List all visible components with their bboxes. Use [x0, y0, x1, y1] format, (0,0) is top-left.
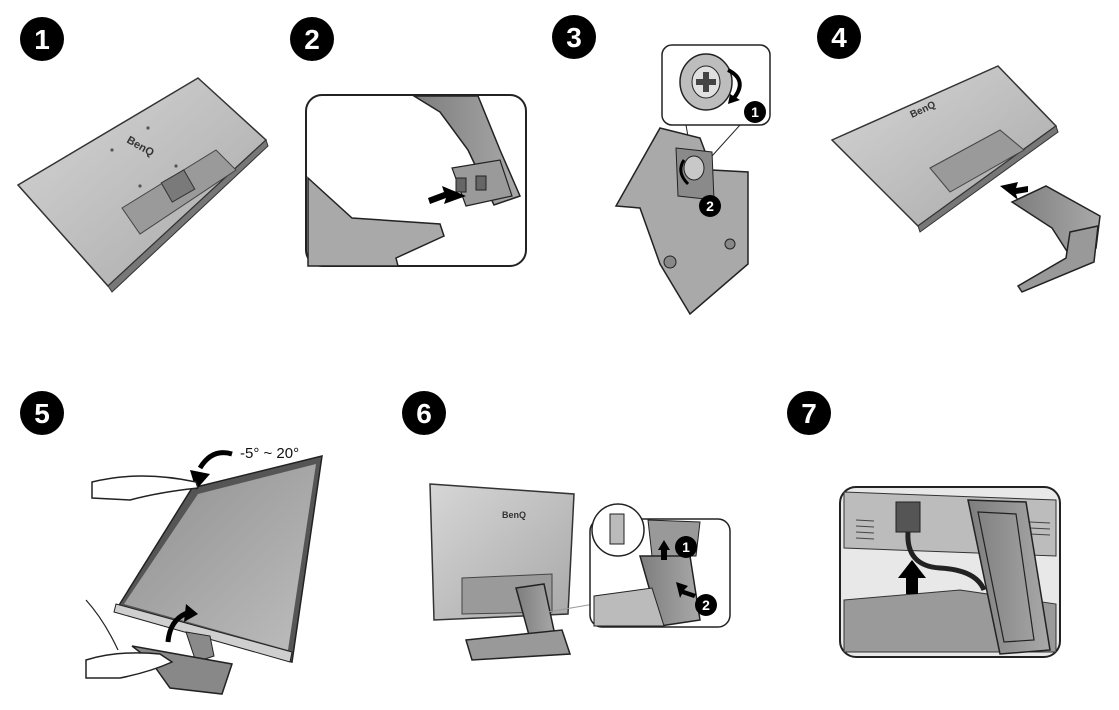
stand-neck — [1010, 185, 1101, 293]
substep-badge: 1 — [675, 536, 697, 558]
arrow-icon — [676, 582, 696, 598]
svg-text:2: 2 — [702, 597, 710, 613]
cable-icon — [895, 501, 987, 592]
step-7: 7 — [787, 391, 1061, 658]
step-2: 2 — [290, 17, 527, 267]
vent-grille — [855, 519, 1051, 540]
svg-text:1: 1 — [751, 104, 759, 120]
arrow-icon — [658, 540, 670, 560]
step-badge: 1 — [20, 17, 64, 61]
svg-text:6: 6 — [416, 398, 432, 429]
rotate-arrow-icon — [679, 159, 690, 186]
detail-inset: 1 2 — [589, 503, 731, 628]
arrow-icon — [428, 186, 466, 204]
step-4: 4 BenQ — [817, 15, 1101, 293]
stand-base — [307, 176, 445, 267]
svg-text:4: 4 — [831, 22, 847, 53]
screw-detail-inset: 1 — [661, 44, 771, 126]
stand — [465, 583, 572, 661]
detail-inset — [305, 94, 527, 267]
rotate-arrow-icon — [197, 450, 233, 470]
svg-text:7: 7 — [801, 398, 817, 429]
step-badge: 2 — [290, 17, 334, 61]
hand-icon — [85, 475, 200, 679]
tilt-angle-label: -5° ~ 20° — [240, 445, 299, 462]
stand-neck — [967, 499, 1051, 655]
svg-text:1: 1 — [34, 24, 50, 55]
stand-assembly: 2 — [614, 127, 749, 316]
monitor-back-panel: BenQ — [16, 77, 269, 293]
rotate-arrow-icon — [727, 68, 742, 100]
step-5: 5 -5° ~ 20° — [20, 391, 323, 695]
step-badge: 6 — [402, 391, 446, 435]
substep-badge: 2 — [695, 594, 717, 616]
svg-text:2: 2 — [706, 198, 714, 214]
svg-text:5: 5 — [34, 398, 50, 429]
detail-inset — [839, 486, 1061, 658]
step-1: 1 BenQ — [16, 17, 269, 293]
step-6: 6 BenQ 1 — [402, 391, 731, 661]
monitor-front — [113, 455, 323, 663]
stand-neck — [411, 95, 522, 207]
arrow-icon — [898, 560, 926, 594]
monitor-back-panel: BenQ — [830, 65, 1059, 233]
arrow-icon — [1000, 182, 1028, 200]
brand-logo: BenQ — [502, 510, 526, 520]
step-badge: 4 — [817, 15, 861, 59]
step-3: 3 1 2 — [552, 15, 771, 316]
monitor-back-panel: BenQ — [429, 483, 575, 621]
svg-text:3: 3 — [566, 22, 582, 53]
step-badge: 7 — [787, 391, 831, 435]
substep-badge: 2 — [699, 195, 721, 217]
step-badge: 5 — [20, 391, 64, 435]
svg-text:1: 1 — [682, 539, 690, 555]
svg-text:2: 2 — [304, 24, 320, 55]
substep-badge: 1 — [744, 101, 766, 123]
step-badge: 3 — [552, 15, 596, 59]
